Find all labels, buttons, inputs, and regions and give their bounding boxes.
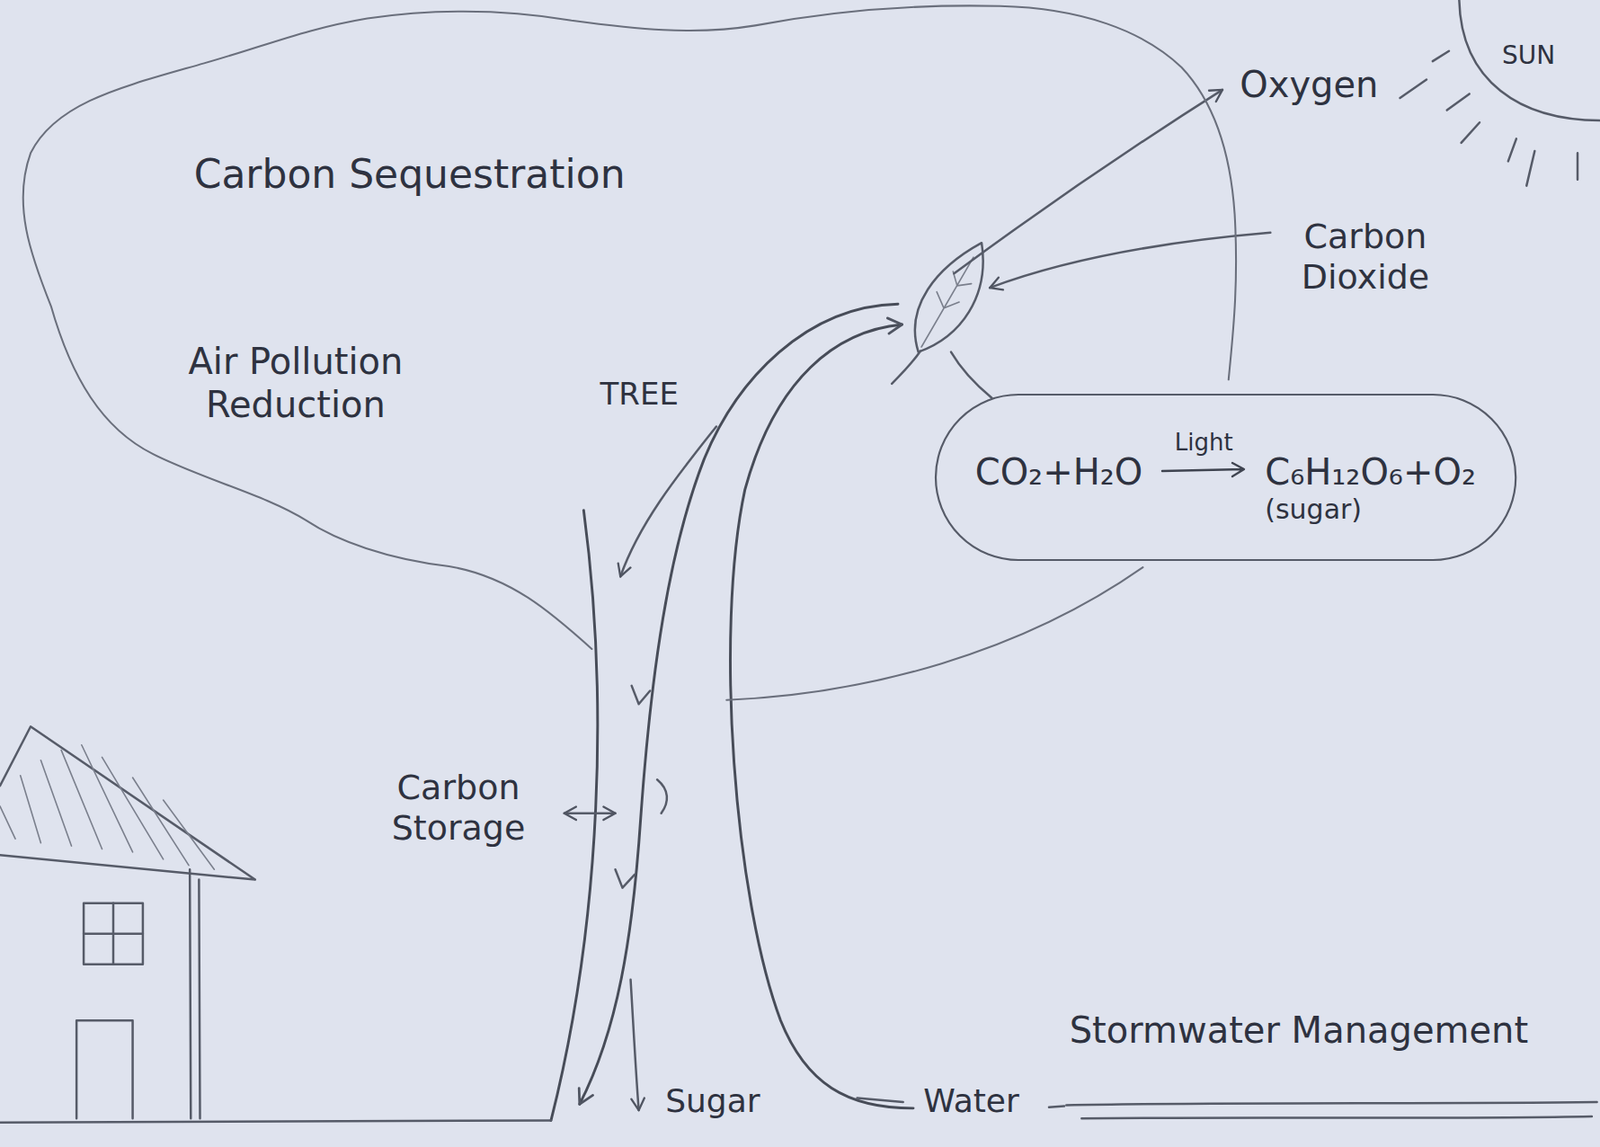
text-anchor: Carbon Dioxide (1275, 216, 1456, 299)
region-title: Carbon Sequestration (194, 151, 626, 199)
benefit-label: Air Pollution Reduction (142, 339, 449, 427)
canopy-line (23, 5, 1236, 700)
reaction-column: Light (1158, 428, 1249, 480)
sun-label: SUN (1502, 40, 1556, 72)
house-window (83, 903, 143, 965)
flow-label: Sugar (665, 1081, 760, 1120)
sugar-flow (579, 303, 898, 1104)
house-wall (189, 869, 200, 1119)
ground-line (0, 1120, 552, 1122)
house-door (76, 1020, 133, 1119)
text-anchor: Water (923, 1081, 1019, 1120)
tree-label: TREE (600, 375, 679, 413)
sun-arc (1458, 0, 1600, 121)
storage-arrow (564, 812, 616, 815)
flow-tick (657, 779, 667, 813)
stormwater-ground (1066, 1102, 1597, 1119)
flow-tick (631, 685, 650, 704)
text-anchor: Stormwater Management (1069, 1008, 1529, 1052)
bubble-line (935, 394, 1516, 560)
condition-label: Light (1174, 428, 1234, 457)
leaf-stem (891, 351, 921, 384)
gas-label: Carbon Dioxide (1275, 216, 1456, 299)
text-anchor: TREE (600, 375, 679, 413)
roof-hatch (0, 745, 214, 870)
trunk-edge (551, 510, 598, 1121)
leaf-vein (921, 257, 974, 347)
text-anchor: Sugar (665, 1081, 760, 1120)
text-anchor: Carbon Sequestration (194, 151, 626, 199)
text-anchor: Air Pollution Reduction (142, 339, 449, 427)
sugar-out-arrow (631, 979, 640, 1111)
flow-tick (615, 869, 636, 888)
oxygen-arrow (953, 89, 1223, 274)
product-column: C₆H₁₂O₆+O₂(sugar) (1264, 428, 1476, 526)
water-flow (730, 324, 915, 1109)
sun-ray (1400, 51, 1579, 187)
sugar-branch (620, 426, 717, 578)
co2-arrow (989, 232, 1271, 288)
reaction-arrow-line (1162, 462, 1245, 477)
text-anchor: Carbon Storage (377, 767, 540, 850)
text-anchor: Oxygen (1239, 62, 1378, 107)
sun: SUN (1448, 0, 1600, 127)
equation-reactants: CO₂+H₂O (975, 450, 1144, 494)
flow-label: Water (923, 1081, 1019, 1120)
benefit-label: Stormwater Management (1069, 1008, 1529, 1052)
text-anchor: SUN (1502, 40, 1556, 72)
storage-label: Carbon Storage (377, 767, 540, 850)
product-note: (sugar) (1264, 493, 1362, 526)
gas-label: Oxygen (1239, 62, 1378, 107)
window-frame (83, 903, 143, 965)
reaction-arrow (1158, 460, 1249, 480)
equation-bubble: CO₂+H₂OLightC₆H₁₂O₆+O₂(sugar) (933, 392, 1518, 562)
equation-products: C₆H₁₂O₆+O₂ (1264, 450, 1476, 494)
bubble-tail (951, 352, 992, 399)
house-roof (0, 726, 256, 880)
